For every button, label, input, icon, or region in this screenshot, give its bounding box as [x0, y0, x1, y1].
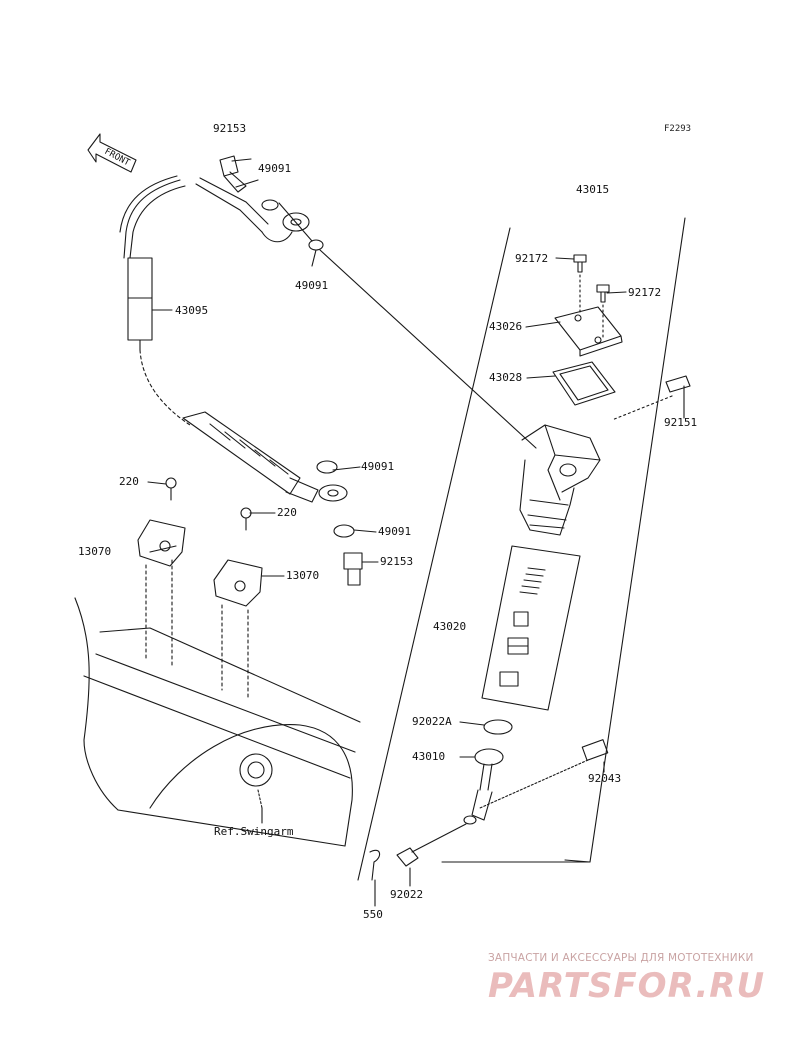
part-label-13070-a[interactable]: 13070: [78, 545, 112, 558]
swingarm: [74, 597, 361, 847]
part-label-92151[interactable]: 92151: [664, 416, 698, 429]
cap-screw-icon: [573, 254, 587, 273]
part-label-92022A[interactable]: 92022A: [412, 715, 452, 728]
part-label-92153-low[interactable]: 92153: [380, 555, 414, 568]
part-label-49091-low1[interactable]: 49091: [361, 460, 395, 473]
diaphragm-icon: [552, 361, 616, 406]
part-label-13070-b[interactable]: 13070: [286, 569, 320, 582]
part-label-92172-a[interactable]: 92172: [515, 252, 549, 265]
part-label-43010[interactable]: 43010: [412, 750, 446, 763]
figure-code: F2293: [664, 124, 692, 134]
washer-icon: [316, 460, 338, 474]
reservoir-cap-icon: [554, 306, 623, 357]
cotter-pin-icon: [369, 849, 381, 881]
nut-icon: [396, 847, 419, 867]
part-label-49091-mid[interactable]: 49091: [295, 279, 329, 292]
watermark-logo: PARTSFOR.RU: [488, 966, 766, 1006]
ref-swingarm-label: Ref.Swingarm: [214, 825, 294, 838]
part-label-43015[interactable]: 43015: [576, 183, 610, 196]
part-label-92172-b[interactable]: 92172: [628, 286, 662, 299]
circlip-icon: [483, 719, 513, 735]
part-label-43020[interactable]: 43020: [433, 620, 467, 633]
part-label-49091-low2[interactable]: 49091: [378, 525, 412, 538]
part-label-550[interactable]: 550: [363, 908, 383, 921]
master-cylinder-body: [519, 424, 601, 536]
cap-screw-icon: [596, 284, 610, 303]
washer-icon: [333, 524, 355, 538]
washer-icon: [261, 199, 279, 211]
part-label-220-a[interactable]: 220: [119, 475, 139, 488]
part-label-220-b[interactable]: 220: [277, 506, 297, 519]
clevis-pin-icon: [479, 739, 609, 809]
banjo-bolt-low-icon: [343, 552, 363, 586]
hose-clamp-icon: [137, 477, 186, 567]
washer-icon: [308, 239, 324, 251]
part-label-92022[interactable]: 92022: [390, 888, 424, 901]
part-label-49091-top[interactable]: 49091: [258, 162, 292, 175]
part-label-43095[interactable]: 43095: [175, 304, 209, 317]
front-arrow-icon: FRONT: [87, 133, 137, 173]
brake-hose: [119, 175, 348, 503]
part-label-43028[interactable]: 43028: [489, 371, 523, 384]
push-rod-icon: [463, 748, 504, 825]
part-label-43026[interactable]: 43026: [489, 320, 523, 333]
hose-clamp-icon: [213, 507, 263, 607]
mount-bolt-icon: [665, 375, 691, 393]
part-label-92153-top[interactable]: 92153: [213, 122, 247, 135]
piston-kit-icon: [499, 567, 546, 687]
banjo-bolt-top-icon: [219, 155, 247, 193]
part-label-92043[interactable]: 92043: [588, 772, 622, 785]
watermark-tagline: ЗАПЧАСТИ И АКСЕССУАРЫ ДЛЯ МОТОТЕХНИКИ: [488, 952, 754, 964]
